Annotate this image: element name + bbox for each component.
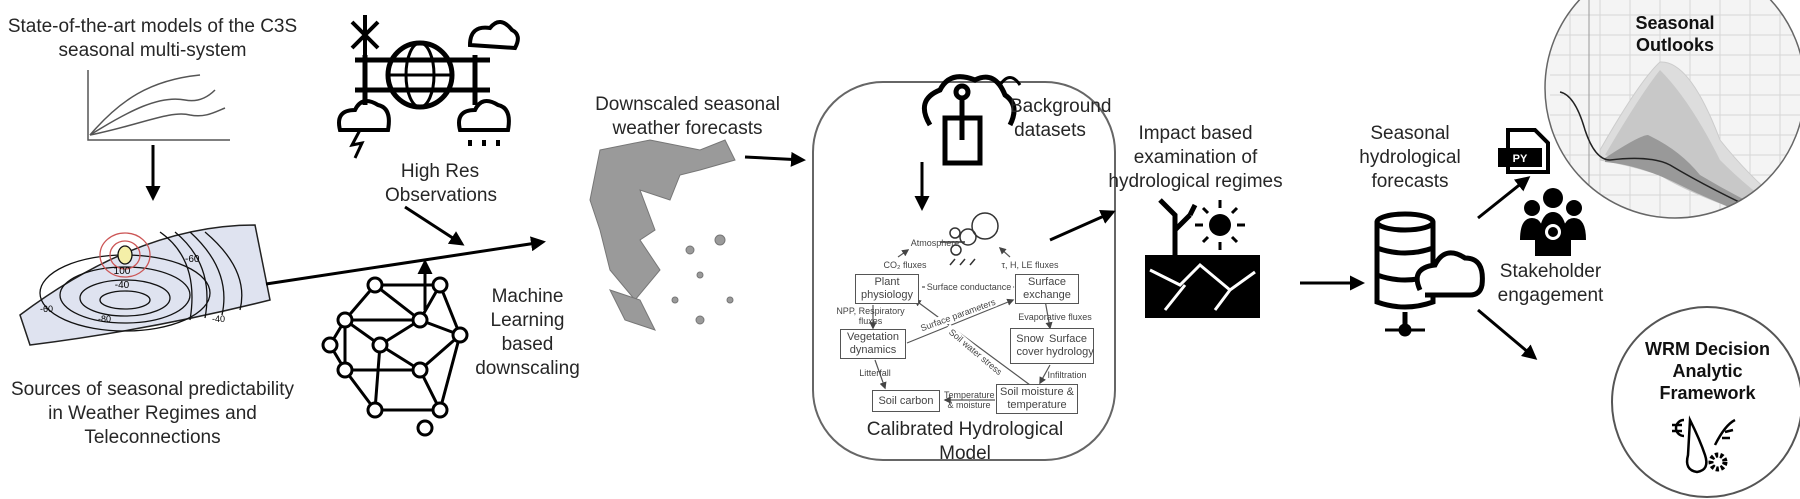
- outlooks-circle: [1544, 0, 1800, 219]
- arrow-to-model: [744, 151, 806, 167]
- surface-hydrology-label: Surface hydrology: [1046, 333, 1094, 358]
- contour-label: -40: [212, 314, 225, 324]
- python-file-icon: [1498, 128, 1550, 174]
- globe-weather-icon: [337, 15, 520, 159]
- contour-label: -80: [98, 314, 111, 324]
- atmosphere-label: Atmosphere: [910, 238, 960, 248]
- neural-network-icon: [321, 276, 469, 437]
- tau-fluxes-label: τ, H, LE fluxes: [1001, 260, 1059, 270]
- seasonal-outlooks-title: Seasonal Outlooks: [1635, 13, 1715, 55]
- stakeholder-label: Stakeholder engagement: [1497, 261, 1604, 306]
- contour-map-plot: 100 -40 -60 -80 -60 -40: [19, 224, 271, 346]
- ml-downscaling-label: Machine Learning based downscaling: [475, 286, 580, 379]
- database-cloud-icon: [1374, 211, 1485, 337]
- vegetation-dynamics-box: Vegetation dynamics: [840, 329, 906, 359]
- snow-cover-label: Snow cover: [1016, 333, 1044, 358]
- py-label: PY: [1513, 153, 1528, 165]
- snow-surface-box: Snow cover Surface hydrology: [1010, 328, 1094, 364]
- litterfall-label: Litterfall: [859, 368, 891, 378]
- arrow-to-wrm: [1477, 308, 1538, 360]
- surface-conductance-label: Surface conductance: [925, 282, 1013, 292]
- contour-label: -60: [185, 254, 200, 265]
- arrow-to-impact: [1049, 210, 1116, 242]
- wrm-circle: [1611, 306, 1800, 498]
- plant-physiology-box: Plant physiology: [855, 274, 919, 304]
- surface-exchange-box: Surface exchange: [1015, 274, 1079, 304]
- soil-carbon-box: Soil carbon: [872, 390, 940, 412]
- sun-cloud-icon: [940, 212, 999, 266]
- soil-moisture-box: Soil moisture & temperature: [996, 384, 1078, 414]
- calibrated-model-label: Calibrated Hydrological Model: [866, 419, 1064, 464]
- arrow-to-outlooks: [1477, 176, 1531, 220]
- high-res-label: High Res Observations: [385, 161, 497, 206]
- impact-label: Impact based examination of hydrological…: [1108, 123, 1283, 192]
- infiltration-label: Infiltration: [1047, 370, 1087, 380]
- drought-icon: [1145, 198, 1260, 318]
- greece-map: [589, 139, 736, 331]
- arrow-to-downscaled: [265, 236, 546, 286]
- background-datasets-label: Background datasets: [1010, 96, 1112, 141]
- contour-label: 100: [114, 266, 131, 277]
- euro-water-gear-icon: [1672, 415, 1736, 474]
- cloud-data-icon: [921, 74, 1022, 166]
- predictability-label: Sources of seasonal predictability in We…: [10, 379, 295, 448]
- contour-label: -40: [115, 280, 130, 291]
- temp-moisture-label: Temperature & moisture: [944, 390, 995, 410]
- hydro-forecasts-label: Seasonal hydrological forecasts: [1359, 123, 1461, 192]
- arrow-highres: [404, 205, 465, 246]
- contour-label: -60: [40, 304, 53, 314]
- c3s-models-label: State-of-the-art models of the C3S seaso…: [7, 16, 298, 61]
- evaporative-fluxes-label: Evaporative fluxes: [1018, 312, 1092, 322]
- stakeholders-icon: [1520, 188, 1586, 256]
- wrm-framework-title: WRM Decision Analytic Framework: [1644, 339, 1770, 403]
- downscaled-label: Downscaled seasonal weather forecasts: [595, 94, 780, 139]
- line-chart-icon: [87, 70, 230, 141]
- seasonal-outlooks-chart: [1545, 0, 1800, 218]
- hydrological-model-panel: [812, 81, 1116, 461]
- co2-fluxes-label: CO₂ fluxes: [883, 260, 927, 270]
- npp-label: NPP, Respiratory fluxes: [836, 306, 905, 326]
